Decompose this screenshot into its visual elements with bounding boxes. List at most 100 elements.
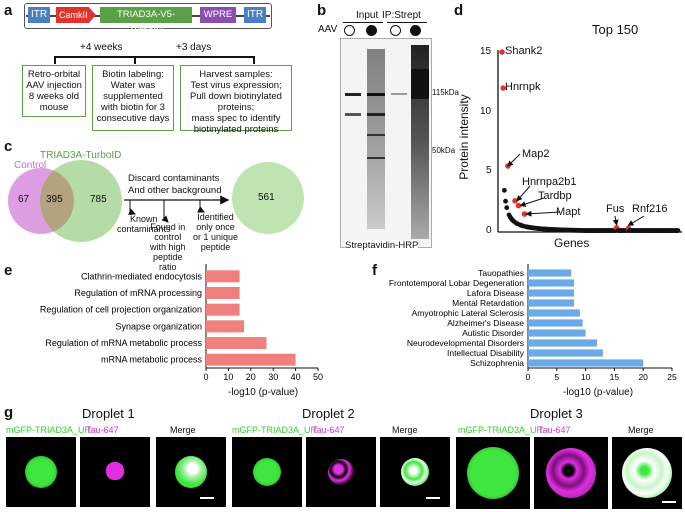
f-xtick-label: 20 [638, 372, 648, 382]
f-category-label: Mental Retardation [452, 298, 524, 308]
d-label-hnrnpa2b1: Hnrnpa2b1 [522, 176, 577, 188]
aav-neg-circle-2 [390, 25, 401, 36]
only-triad-count: 785 [90, 194, 107, 205]
construct-frame [24, 3, 272, 29]
e-category-label: Clathrin-mediated endocytosis [81, 271, 203, 281]
d-label-map2: Map2 [522, 148, 550, 160]
e-category-label: mRNA metabolic process [101, 355, 203, 365]
d-label-fus: Fus [606, 203, 625, 215]
d-highlight-point [500, 85, 506, 91]
f-category-label: Autistic Disorder [462, 328, 524, 338]
itr-right-box: ITR [244, 7, 266, 23]
d-highlight-point [499, 49, 505, 55]
f-bar [528, 339, 598, 347]
e-xtick-label: 30 [268, 372, 278, 382]
d1-merge-image [156, 437, 226, 507]
e-category-label: Synapse organization [115, 321, 202, 331]
aav-label: AAV [318, 24, 338, 35]
f-category-label: Tauopathies [478, 268, 524, 278]
d-label-arrow [612, 215, 619, 226]
f-xtick-label: 5 [554, 372, 559, 382]
f-xtick-label: 10 [581, 372, 591, 382]
f-bar [528, 359, 644, 367]
blot-bands [345, 45, 429, 239]
harvest-box: Harvest samples:Test virus expression;Pu… [180, 65, 292, 135]
aav-pos-circle-1 [366, 25, 377, 36]
f-category-label: Intellectual Disability [447, 348, 525, 358]
marker-50-label: 50kDa [432, 146, 456, 155]
d3-merge-label: Merge [628, 425, 654, 435]
d-label-hnrnpk: Hnrnpk [505, 81, 541, 93]
panel-a-label: a [4, 2, 13, 19]
e-bar [206, 353, 296, 366]
panel-b-label: b [317, 2, 327, 19]
d3-green-label: mGFP-TRIAD3A_UR [458, 425, 544, 435]
f-category-label: Amyotrophic Lateral Sclerosis [412, 308, 524, 318]
e-xlabel: -log10 (p-value) [228, 387, 299, 398]
itr-left-box: ITR [28, 7, 50, 23]
discard-label-1: Discard contaminants [128, 173, 220, 184]
f-category-label: Schizophrenia [470, 358, 524, 368]
d-ytick-10: 10 [480, 106, 492, 117]
f-bar [528, 289, 575, 297]
discard-label-2: And other background [128, 185, 222, 196]
d-point [675, 228, 681, 233]
marker-115-label: 115kDa [432, 88, 459, 97]
d-label-mapt: Mapt [556, 206, 581, 218]
timeline-label-weeks: +4 weeks [80, 42, 123, 53]
d-point [501, 187, 507, 193]
e-category-label: Regulation of mRNA metabolic process [45, 338, 202, 348]
timeline-tick-2 [134, 56, 136, 64]
e-bar [206, 270, 240, 283]
final-circle [232, 162, 304, 234]
d-label-tardbp: Tardbp [538, 190, 572, 202]
d-label-arrow [525, 210, 561, 217]
blot-footer-label: Streptavidin-HRP [345, 240, 419, 251]
e-xtick-label: 40 [291, 372, 301, 382]
e-xtick-label: 0 [203, 372, 208, 382]
ip-strept-label: IP:Strept [382, 10, 421, 21]
f-xtick-label: 0 [526, 372, 531, 382]
timeline-tick-3 [253, 56, 255, 64]
droplet-2-title: Droplet 2 [302, 406, 355, 421]
f-xtick-label: 25 [667, 372, 677, 382]
triad-set-label: TRIAD3A-TurboID [40, 150, 122, 161]
f-bar [528, 319, 583, 327]
e-xtick-label: 20 [246, 372, 256, 382]
d-ytick-5: 5 [486, 165, 492, 176]
e-bar [206, 320, 245, 333]
control-set-label: Control [14, 160, 47, 171]
f-category-label: Neurodevelopmental Disorders [407, 338, 524, 348]
d1-green-label: mGFP-TRIAD3A_UR [6, 425, 92, 435]
f-xtick-label: 15 [610, 372, 620, 382]
d2-merge-image [380, 437, 450, 507]
d2-merge-label: Merge [392, 425, 418, 435]
d3-magenta-image [534, 437, 608, 509]
panel-f-label: f [372, 262, 377, 279]
f-category-label: Frontotemporal Lobar Degeneration [389, 278, 524, 288]
triad-turboid-box: TRIAD3A-V5-TurboID [100, 7, 192, 36]
d-label-arrow [516, 185, 531, 202]
f-bar [528, 349, 603, 357]
d3-merge-image [612, 437, 682, 509]
f-bar [528, 279, 575, 287]
camkii-promoter: CamkII [56, 7, 96, 23]
d-point [503, 198, 508, 204]
f-bar [528, 329, 586, 337]
f-category-label: Alzheimer's Disease [447, 318, 524, 328]
d-point [504, 205, 510, 211]
droplet-1-title: Droplet 1 [82, 406, 135, 421]
panel-e-label: e [4, 262, 13, 279]
d3-green-image [456, 437, 530, 509]
d2-green-label: mGFP-TRIAD3A_UR [232, 425, 318, 435]
only-control-count: 67 [18, 194, 30, 205]
d1-magenta-label: Tau-647 [86, 425, 119, 435]
timeline-tick-1 [54, 56, 56, 64]
e-category-label: Regulation of mRNA processing [74, 288, 202, 298]
